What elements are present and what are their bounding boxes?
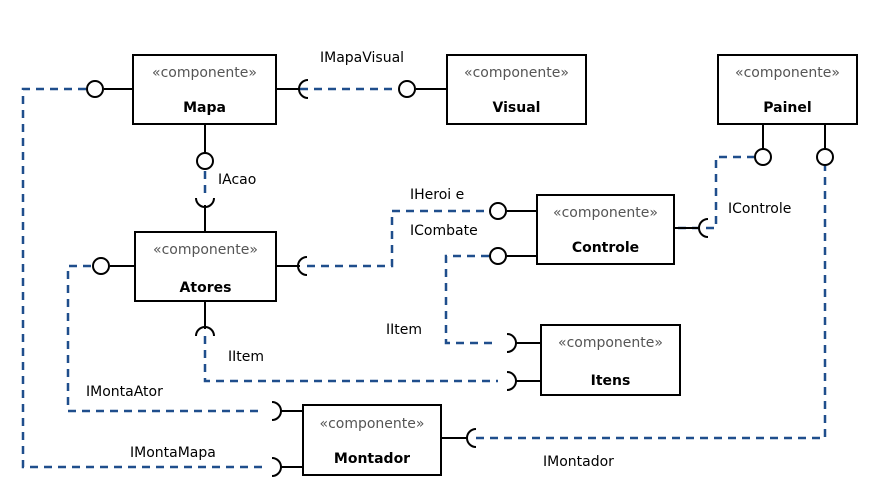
component-itens-box[interactable]: [540, 324, 681, 396]
interface-labels: IMapaVisual IAcao IHeroi e ICombate ICon…: [86, 50, 791, 470]
component-montador-box[interactable]: [302, 404, 442, 476]
label-imapavisual: IMapaVisual: [320, 50, 404, 66]
component-controle-stereotype: «componente»: [553, 205, 658, 221]
component-painel-stereotype: «componente»: [735, 65, 840, 81]
component-itens-name: Itens: [591, 373, 631, 389]
visual-left-lollipop-icon: [398, 80, 416, 98]
component-atores[interactable]: «componente» Atores: [134, 231, 277, 302]
component-painel-box[interactable]: [717, 54, 858, 125]
connector-iheroi: [307, 209, 489, 268]
component-atores-stereotype: «componente»: [153, 242, 258, 258]
mapa-bottom-lollipop-icon: [196, 152, 214, 170]
component-mapa-stereotype: «componente»: [152, 65, 257, 81]
component-painel-name: Painel: [763, 100, 811, 116]
component-atores-name: Atores: [180, 280, 232, 296]
painel-left-lollipop-icon: [754, 148, 772, 166]
connector-icontrole: [678, 155, 754, 230]
itens-upper-socket-icon: [506, 333, 517, 353]
label-iitem-controle: IItem: [386, 322, 422, 338]
montador-right-socket-icon: [466, 428, 477, 448]
component-painel[interactable]: «componente» Painel: [717, 54, 858, 125]
label-imontador: IMontador: [543, 454, 614, 470]
label-iheroi-line1: IHeroi e: [410, 187, 464, 203]
label-iitem-atores: IItem: [228, 349, 264, 365]
component-montador[interactable]: «componente» Montador: [302, 404, 442, 476]
component-montador-stereotype: «componente»: [320, 416, 425, 432]
component-atores-box[interactable]: [134, 231, 277, 302]
component-mapa-box[interactable]: [132, 54, 277, 125]
controle-upper-lollipop-icon: [489, 202, 507, 220]
label-iheroi-line2: ICombate: [410, 223, 478, 239]
label-icontrole: IControle: [728, 201, 791, 217]
component-mapa[interactable]: «componente» Mapa: [132, 54, 277, 125]
component-visual-stereotype: «componente»: [464, 65, 569, 81]
itens-lower-socket-icon: [506, 371, 517, 391]
connector-imontamapa: [21, 87, 263, 469]
atores-top-socket-icon: [195, 197, 215, 208]
montador-lower-socket-icon: [271, 457, 282, 477]
controle-right-socket-icon: [698, 218, 709, 238]
component-visual-name: Visual: [493, 100, 541, 116]
painel-right-lollipop-icon: [816, 148, 834, 166]
mapa-left-lollipop-icon: [86, 80, 104, 98]
component-controle-name: Controle: [572, 240, 639, 256]
component-controle-box[interactable]: [536, 194, 675, 265]
connector-iitem-atores: [203, 336, 498, 383]
component-itens[interactable]: «componente» Itens: [540, 324, 681, 396]
label-imontaator: IMontaAtor: [86, 384, 163, 400]
component-controle[interactable]: «componente» Controle: [536, 194, 675, 265]
atores-bottom-socket-icon: [195, 326, 215, 337]
atores-left-lollipop-icon: [92, 257, 110, 275]
label-iacao: IAcao: [218, 172, 256, 188]
label-imontamapa: IMontaMapa: [130, 445, 216, 461]
component-mapa-name: Mapa: [183, 100, 226, 116]
component-montador-name: Montador: [334, 451, 410, 467]
montador-upper-socket-icon: [271, 401, 282, 421]
controle-lower-lollipop-icon: [489, 247, 507, 265]
connector-imontador: [476, 166, 827, 440]
connectors: [21, 87, 827, 469]
atores-right-socket-icon: [297, 256, 308, 276]
component-visual[interactable]: «componente» Visual: [446, 54, 587, 125]
connector-iitem-controle: [444, 254, 498, 345]
component-itens-stereotype: «componente»: [558, 335, 663, 351]
component-visual-box[interactable]: [446, 54, 587, 125]
mapa-right-socket-icon: [298, 79, 309, 99]
interface-symbols: [86, 79, 834, 477]
